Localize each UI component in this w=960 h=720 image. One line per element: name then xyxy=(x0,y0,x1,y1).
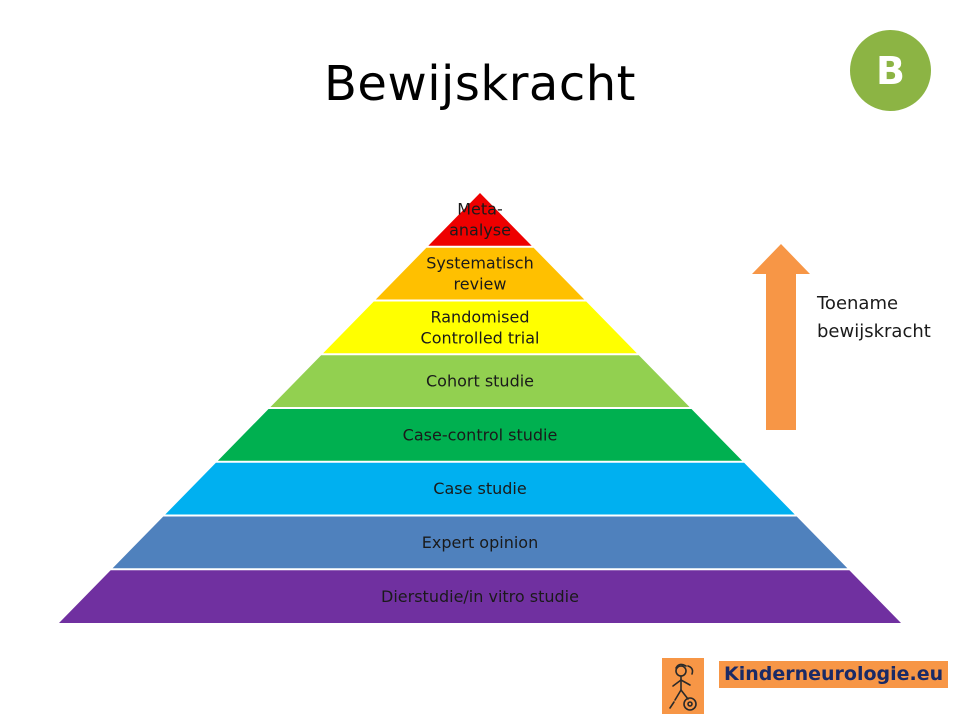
pyramid-level-4-label: Cohort studie xyxy=(426,372,534,391)
pyramid-level-5 xyxy=(217,409,743,461)
pyramid-level-6 xyxy=(165,462,795,515)
pyramid-level-3-label: Controlled trial xyxy=(421,328,540,347)
pyramid-level-2 xyxy=(375,247,585,300)
pyramid-level-1 xyxy=(428,193,532,246)
pyramid-level-5-label: Case-control studie xyxy=(403,425,558,444)
pyramid-level-2-label: review xyxy=(454,275,507,294)
pyramid-level-1-label: analyse xyxy=(449,220,511,239)
arrow-label: Toename bewijskracht xyxy=(817,290,931,346)
pyramid-level-3 xyxy=(323,301,637,354)
pyramid-level-2-label: Systematisch xyxy=(426,254,533,273)
pyramid-level-7-label: Expert opinion xyxy=(422,533,538,552)
pyramid-level-3-label: Randomised xyxy=(430,307,529,326)
badge-b: B xyxy=(850,30,931,111)
logo-text: Kinderneurologie.eu xyxy=(719,661,949,688)
pyramid-level-1-label: Meta- xyxy=(457,199,503,218)
arrow-label-line-2: bewijskracht xyxy=(817,321,931,342)
child-figure-icon xyxy=(662,658,704,714)
up-arrow-icon xyxy=(752,244,810,430)
pyramid-level-6-label: Case studie xyxy=(433,479,526,498)
arrow-label-line-1: Toename xyxy=(817,293,899,314)
badge-label: B xyxy=(876,48,905,93)
slide-title: Bewijskracht xyxy=(324,56,636,112)
pyramid-level-8 xyxy=(59,570,901,623)
pyramid-level-4 xyxy=(270,355,690,407)
pyramid-level-8-label: Dierstudie/in vitro studie xyxy=(381,587,579,606)
pyramid-level-7 xyxy=(112,516,848,569)
